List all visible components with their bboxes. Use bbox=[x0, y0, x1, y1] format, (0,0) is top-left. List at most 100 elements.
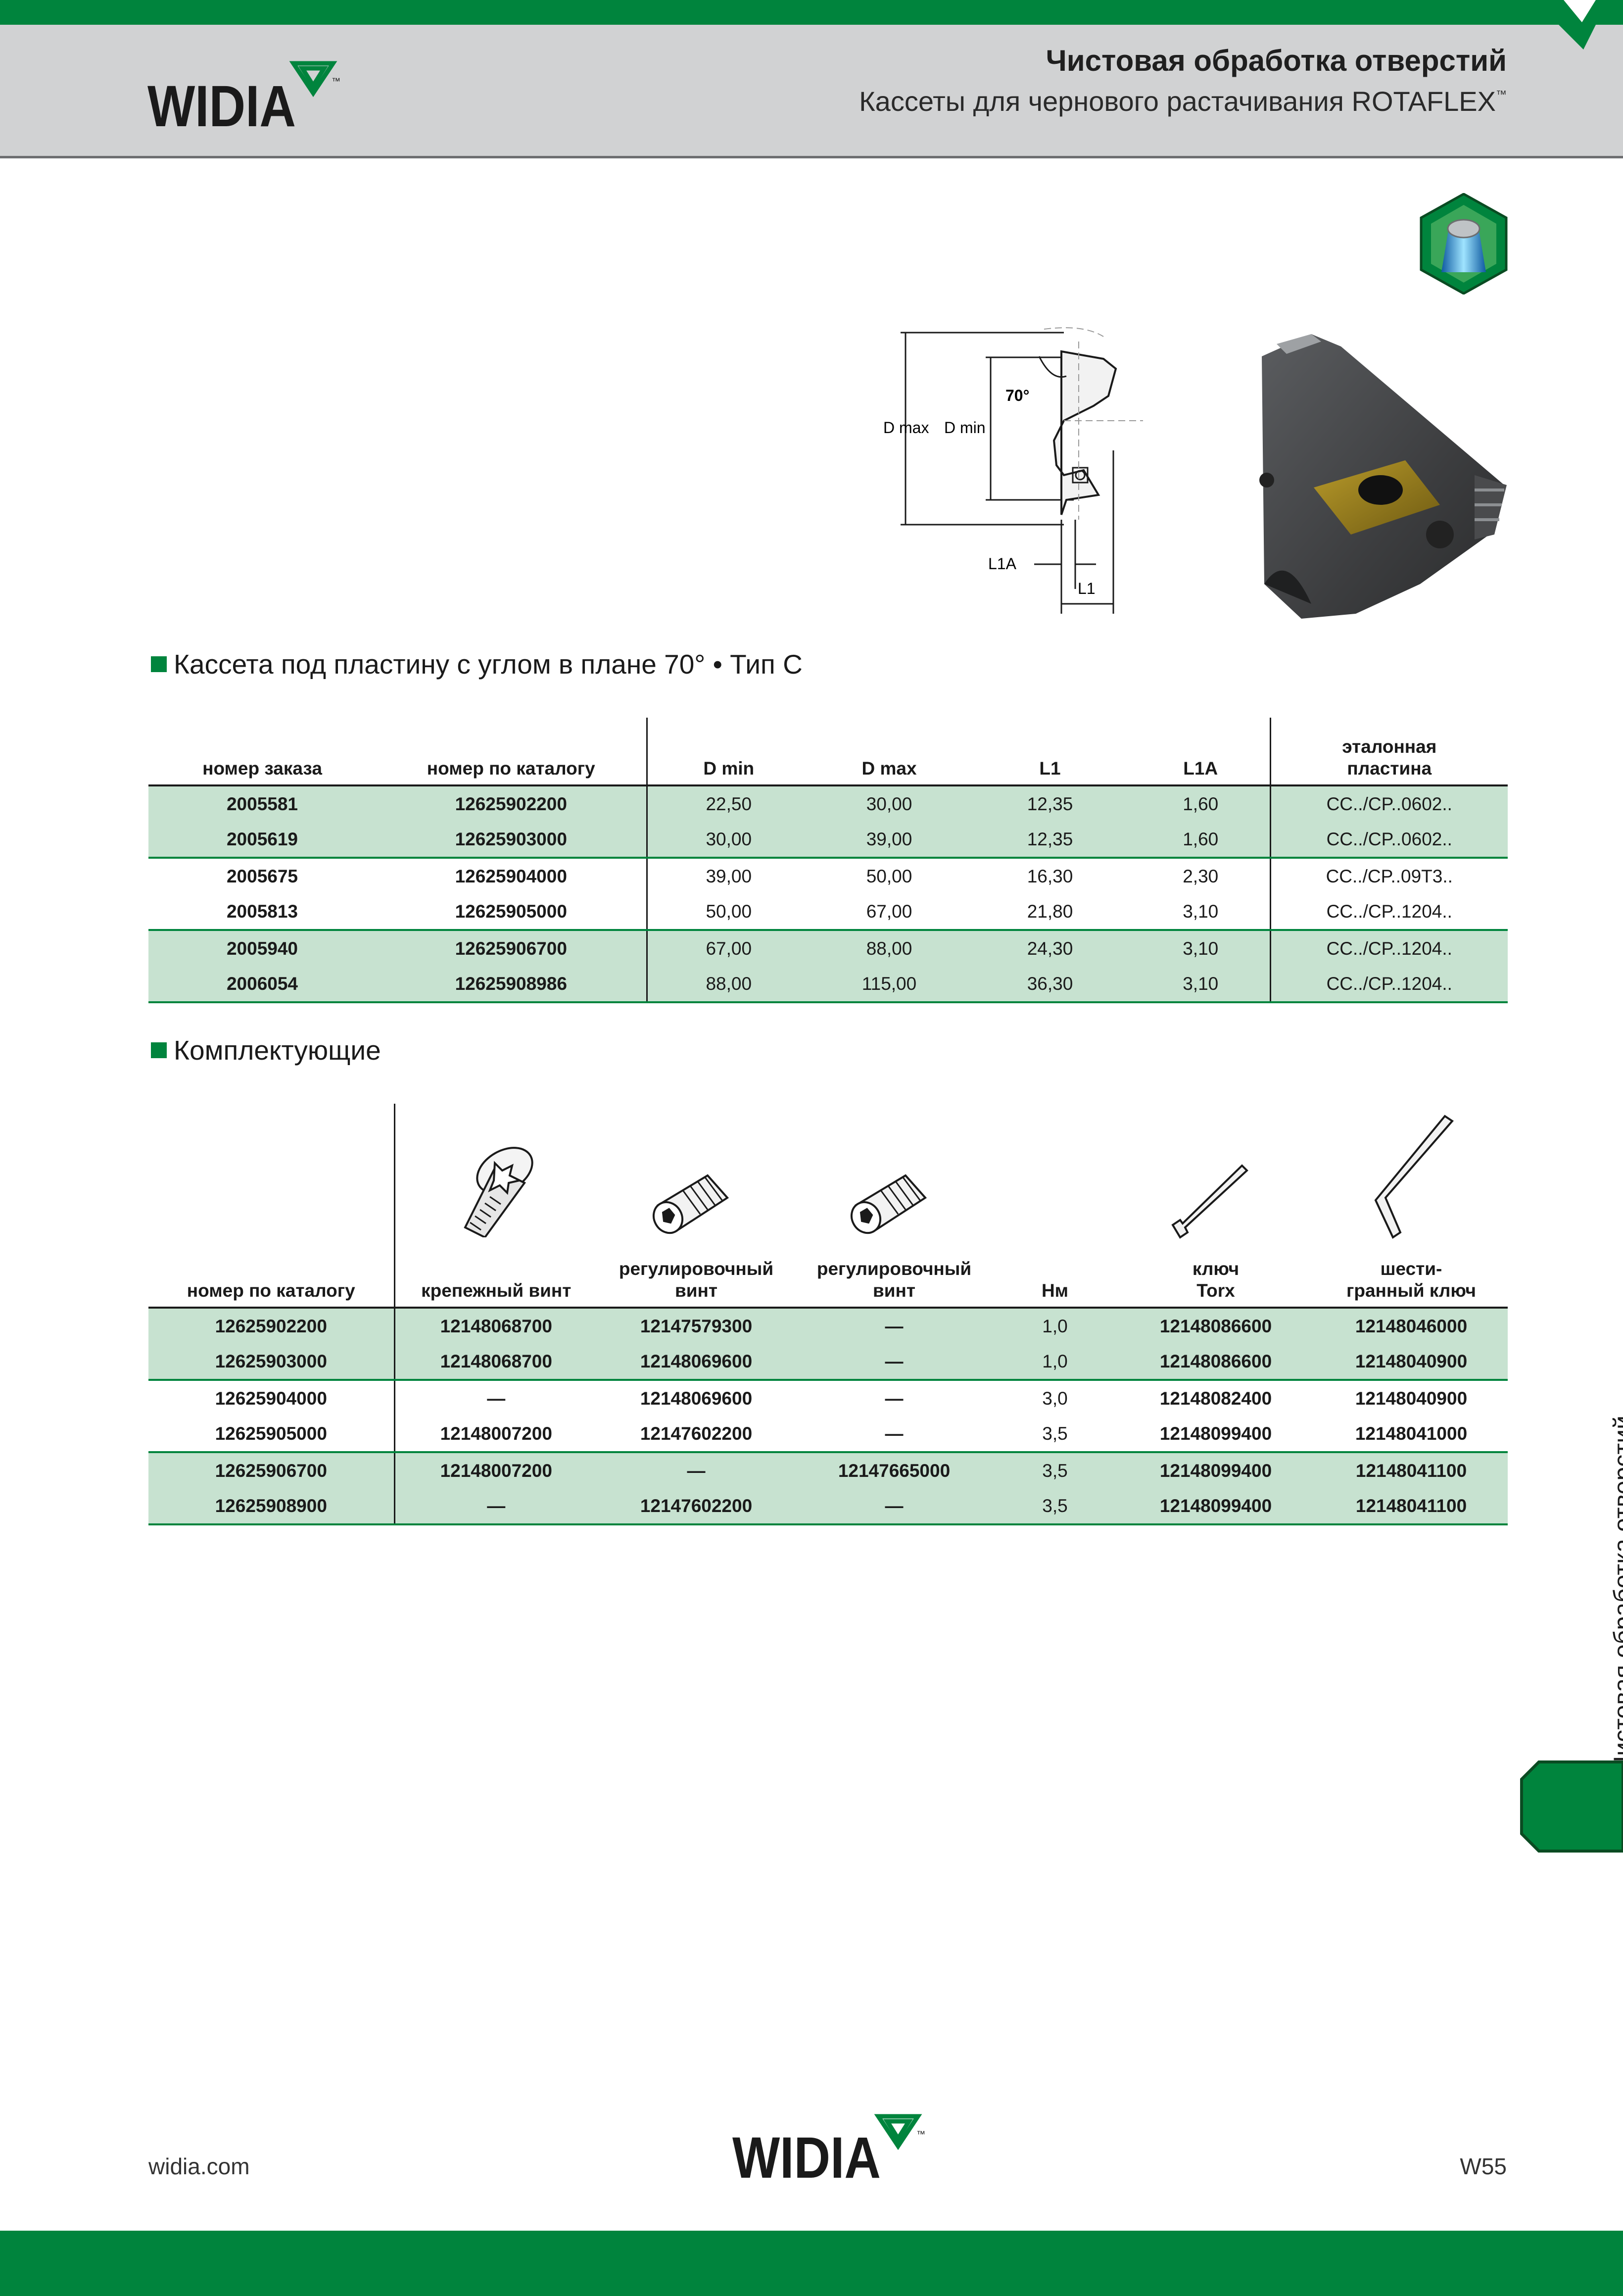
table-cell: 3,0 bbox=[1042, 1388, 1068, 1409]
section-title-accessories: Комплектующие bbox=[151, 1034, 381, 1066]
table-cell: 12,35 bbox=[968, 822, 1132, 859]
table-cell: 21,80 bbox=[968, 894, 1132, 931]
table-row: 12625904000 — 12148069600 — 3,0 12148082400 12… bbox=[148, 1380, 1508, 1416]
col-l1a: L1A bbox=[1132, 718, 1271, 786]
table-cell: 2006054 bbox=[148, 966, 376, 1003]
table-cell: 12148086600 bbox=[1117, 1344, 1315, 1381]
table-cell: 3,5 bbox=[993, 1416, 1117, 1453]
table-cell: 88,00 bbox=[647, 966, 810, 1003]
table-cell: 12625906700 bbox=[148, 1452, 395, 1488]
table-cell: 12625903000 bbox=[376, 822, 648, 859]
side-tab-label: Чистовая обработка отверстий bbox=[1609, 1416, 1623, 1773]
col-clamp-screw: крепежный винт bbox=[394, 1104, 597, 1309]
page-number: W55 bbox=[1460, 2153, 1507, 2179]
footer-url[interactable]: widia.com bbox=[148, 2153, 250, 2179]
top-green-bar bbox=[0, 0, 1623, 25]
table-cell: 1,0 bbox=[993, 1344, 1117, 1381]
table-cell: 2005581 bbox=[148, 785, 376, 822]
table-cell: 12625904000 bbox=[148, 1380, 395, 1416]
green-square-bullet bbox=[151, 656, 167, 672]
table-cell: 12,35 bbox=[968, 785, 1132, 822]
green-square-bullet bbox=[151, 1042, 167, 1058]
table-cell: 3,10 bbox=[1132, 966, 1271, 1003]
table-cell: 12148040900 bbox=[1315, 1344, 1508, 1381]
table-cell: — bbox=[795, 1344, 993, 1381]
col-catalog-number: номер по каталогу bbox=[148, 1104, 395, 1309]
dmin-label: D min bbox=[944, 419, 986, 437]
table-cell: 3,5 bbox=[993, 1452, 1117, 1488]
table-cell: 50,00 bbox=[647, 894, 810, 931]
table-cell: — bbox=[795, 1308, 993, 1344]
bottom-green-bar bbox=[0, 2231, 1623, 2296]
table-cell: 12147602200 bbox=[597, 1416, 795, 1453]
table-cell: 30,00 bbox=[647, 822, 810, 859]
table-cell: 3,10 bbox=[1132, 930, 1271, 966]
table-cell: — bbox=[487, 1388, 506, 1409]
col-dmax: D max bbox=[810, 718, 968, 786]
table-cell: CC../CP..0602.. bbox=[1270, 785, 1508, 822]
dmax-label: D max bbox=[883, 419, 929, 437]
corner-triangle-icon bbox=[1534, 0, 1623, 49]
cartridge-dimension-drawing: D max D min 70° L1A L1 bbox=[883, 327, 1143, 614]
table-cell: 1,60 bbox=[1132, 822, 1271, 859]
table-cell: 12148082400 bbox=[1159, 1388, 1272, 1409]
table-cell: 12148041000 bbox=[1315, 1416, 1508, 1453]
table-cell: 12625908900 bbox=[148, 1488, 395, 1525]
cartridge-product-photo bbox=[1259, 334, 1507, 619]
angle-label: 70° bbox=[1005, 387, 1029, 404]
table-cell: 39,00 bbox=[810, 822, 968, 859]
table-cell: 22,50 bbox=[647, 785, 810, 822]
side-tab-marker[interactable] bbox=[1519, 1759, 1623, 1854]
table-cell: 12147665000 bbox=[795, 1452, 993, 1488]
table-cell: 12148068700 bbox=[394, 1344, 597, 1381]
col-torque: Нм bbox=[993, 1104, 1117, 1309]
logo-wordmark: WIDIA bbox=[732, 2125, 881, 2182]
table-cell: 1,0 bbox=[993, 1308, 1117, 1344]
page-header bbox=[0, 25, 1623, 158]
table-cell: CC../CP..09T3.. bbox=[1326, 866, 1453, 886]
table-cell: 12147602200 bbox=[597, 1488, 795, 1525]
table-cell: 1,60 bbox=[1132, 785, 1271, 822]
table-header-row: номер заказа номер по каталогу D min D m… bbox=[148, 718, 1508, 786]
table-cell: 3,5 bbox=[993, 1488, 1117, 1525]
table-cell: 50,00 bbox=[866, 866, 912, 886]
table-cell: 12625903000 bbox=[148, 1344, 395, 1381]
table-cell: 12148086600 bbox=[1117, 1308, 1315, 1344]
table-cell: 24,30 bbox=[968, 930, 1132, 966]
table-cell: — bbox=[795, 1488, 993, 1525]
table-cell: 12625902200 bbox=[376, 785, 648, 822]
table-cell: 12148040900 bbox=[1355, 1388, 1468, 1409]
table-cell: 12148046000 bbox=[1315, 1308, 1508, 1344]
table-cell: 12148069600 bbox=[640, 1388, 753, 1409]
table-cell: — bbox=[885, 1388, 904, 1409]
table-cell: 12625904000 bbox=[376, 858, 648, 894]
table-cell: 12625905000 bbox=[148, 1416, 395, 1453]
table-cell: 12148041100 bbox=[1315, 1452, 1508, 1488]
col-dmin: D min bbox=[647, 718, 810, 786]
table-cell: 12148068700 bbox=[394, 1308, 597, 1344]
table-header-row: номер по каталогу крепежный винт регулир… bbox=[148, 1104, 1508, 1309]
table-cell: 2005619 bbox=[148, 822, 376, 859]
table-cell: 12148099400 bbox=[1117, 1452, 1315, 1488]
table-cell: CC../CP..1204.. bbox=[1270, 966, 1508, 1003]
table-cell: 12148041100 bbox=[1315, 1488, 1508, 1525]
table-cell: 2005940 bbox=[148, 930, 376, 966]
table-cell: 12625906700 bbox=[376, 930, 648, 966]
table-cell: 2005813 bbox=[148, 894, 376, 931]
table-cell: 12148099400 bbox=[1117, 1488, 1315, 1525]
col-hex-key: шести- гранный ключ bbox=[1315, 1104, 1508, 1309]
l1-label: L1 bbox=[1078, 580, 1096, 597]
section-title-cartridge: Кассета под пластину с углом в плане 70°… bbox=[151, 648, 803, 680]
table-cell: CC../CP..1204.. bbox=[1270, 930, 1508, 966]
table-cell: 2,30 bbox=[1132, 858, 1271, 894]
table-cell: 3,10 bbox=[1132, 894, 1271, 931]
accessories-table: номер по каталогу крепежный винт регулир… bbox=[148, 1104, 1508, 1525]
logo-wordmark: WIDIA bbox=[147, 74, 296, 129]
